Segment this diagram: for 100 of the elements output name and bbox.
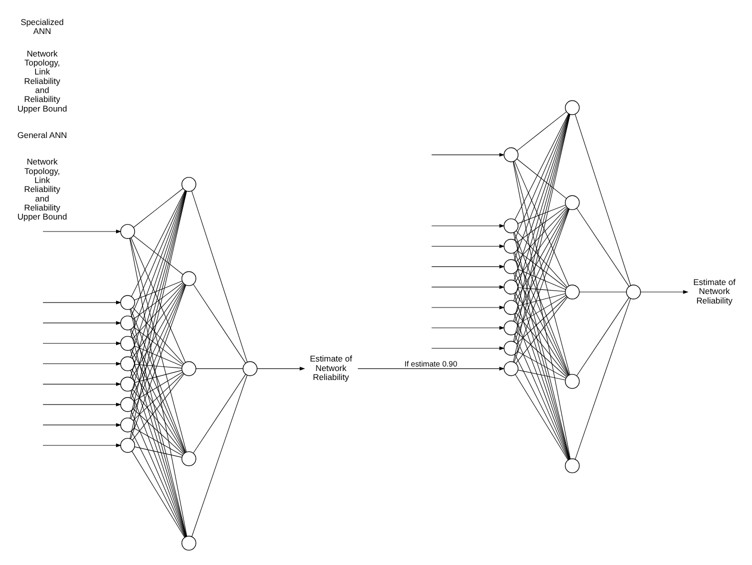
connector <box>518 287 566 292</box>
node-circle <box>504 300 518 315</box>
connector <box>576 297 630 376</box>
connector <box>133 326 184 365</box>
node-circle <box>120 397 136 412</box>
node-circle <box>504 238 518 254</box>
connector <box>130 237 186 363</box>
arrow <box>42 443 122 448</box>
arrow <box>431 346 505 350</box>
connector <box>512 161 571 460</box>
arrow <box>431 244 505 248</box>
arrow <box>42 230 122 234</box>
node-circle <box>120 295 136 310</box>
connector <box>133 188 184 228</box>
node-circle <box>181 271 196 286</box>
node-circle <box>504 147 518 162</box>
connector <box>514 160 570 286</box>
connector <box>513 161 570 375</box>
connector <box>516 158 567 199</box>
connector <box>132 283 184 339</box>
connector <box>132 307 184 364</box>
connector <box>517 268 566 290</box>
label: Specialized ANN <box>20 17 64 36</box>
connector <box>514 114 569 220</box>
connector <box>516 250 566 288</box>
node-circle <box>626 284 641 300</box>
connector <box>133 282 184 320</box>
connector <box>515 208 568 282</box>
connector <box>516 230 568 288</box>
connector <box>132 389 184 454</box>
connector <box>133 235 184 275</box>
node-circle <box>504 280 518 294</box>
arrow <box>42 362 122 366</box>
arrow <box>42 300 122 304</box>
arrow <box>431 264 505 269</box>
connector <box>132 369 185 454</box>
connector <box>134 370 182 383</box>
arrow <box>42 321 122 325</box>
connector <box>132 372 184 421</box>
node-circle <box>181 176 196 192</box>
connector <box>191 374 248 538</box>
connector <box>134 364 182 368</box>
arrow <box>257 366 306 371</box>
arrow <box>431 326 505 330</box>
node-text: Estimate of Network Reliability <box>310 354 352 382</box>
connector <box>574 298 631 460</box>
connector <box>130 284 186 399</box>
node-circle <box>181 536 196 551</box>
connector <box>132 450 185 538</box>
node-circle <box>564 284 580 300</box>
connector <box>518 293 566 306</box>
node-circle <box>504 361 518 376</box>
connector <box>514 354 569 460</box>
node-circle <box>120 336 136 351</box>
node-circle <box>564 195 580 210</box>
connector <box>516 332 567 378</box>
node-circle <box>181 361 196 376</box>
connector <box>514 272 569 376</box>
connector <box>134 446 182 458</box>
connector <box>516 206 566 243</box>
label: Network Topology, Link Reliability and Reliability Upper Bound <box>17 156 68 222</box>
connector <box>132 374 184 440</box>
connector <box>129 238 188 536</box>
connector <box>131 284 186 378</box>
label: General ANN <box>17 130 68 140</box>
node-circle <box>120 418 136 432</box>
connector <box>131 349 186 454</box>
connector <box>516 312 568 376</box>
node-circle <box>120 224 136 239</box>
node-circle <box>120 438 136 453</box>
edge-label: If estimate 0.90 <box>404 359 458 368</box>
connector <box>576 208 630 287</box>
connector <box>518 370 566 380</box>
node-circle <box>242 361 258 376</box>
arrow <box>42 341 122 346</box>
connector <box>516 296 568 344</box>
connector <box>134 372 183 402</box>
connector <box>517 351 566 379</box>
connector <box>193 284 246 364</box>
arrow <box>431 152 505 157</box>
arrow <box>431 224 505 228</box>
connector <box>132 408 184 454</box>
connector <box>516 297 568 364</box>
connector <box>516 207 568 262</box>
arrow <box>431 306 505 310</box>
connector <box>515 374 568 460</box>
connector <box>134 346 183 366</box>
connector <box>516 111 567 152</box>
connector <box>574 114 631 286</box>
node-circle <box>564 458 580 474</box>
node-circle <box>564 374 580 389</box>
node-circle <box>564 100 580 116</box>
node-circle <box>504 320 518 336</box>
connector <box>131 430 186 538</box>
connector <box>130 238 187 452</box>
connector <box>132 284 185 358</box>
connector <box>196 368 244 369</box>
node-circle <box>120 356 136 372</box>
connector <box>134 280 183 300</box>
connector <box>514 208 569 322</box>
